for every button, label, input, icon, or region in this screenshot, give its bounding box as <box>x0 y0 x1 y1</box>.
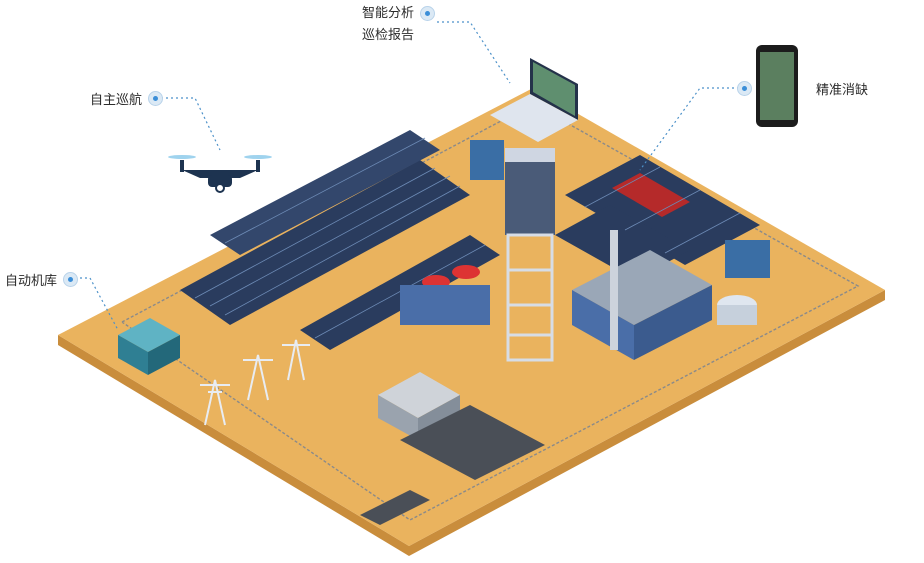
power-pylons <box>200 339 310 426</box>
phone-icon[interactable] <box>756 45 798 127</box>
callout-analysis: 智能分析 巡检报告 <box>362 3 436 47</box>
chimney <box>610 230 618 350</box>
callout-phone: 精准消缺 <box>737 79 868 98</box>
hangar-icon[interactable] <box>118 318 180 375</box>
analysis-label-line1: 智能分析 <box>362 6 415 21</box>
callout-hangar: 自动机库 <box>5 270 79 289</box>
main-tower <box>505 148 555 362</box>
parking-lot <box>400 405 545 480</box>
analysis-label-line2: 巡检报告 <box>362 28 415 43</box>
phone-dot <box>737 81 752 96</box>
transformer-cluster <box>470 140 770 278</box>
drone-icon[interactable] <box>168 155 272 193</box>
hangar-label: 自动机库 <box>5 274 58 289</box>
hangar-dot <box>63 272 79 287</box>
callout-drone: 自主巡航 <box>90 89 164 108</box>
access-road <box>360 490 430 525</box>
drone-dot <box>148 91 164 106</box>
laptop-icon[interactable] <box>490 58 578 142</box>
boiler-building <box>572 230 712 360</box>
phone-label: 精准消缺 <box>816 83 869 98</box>
drone-label: 自主巡航 <box>90 93 143 108</box>
analysis-dot <box>420 5 436 21</box>
storage-tanks <box>400 265 757 325</box>
